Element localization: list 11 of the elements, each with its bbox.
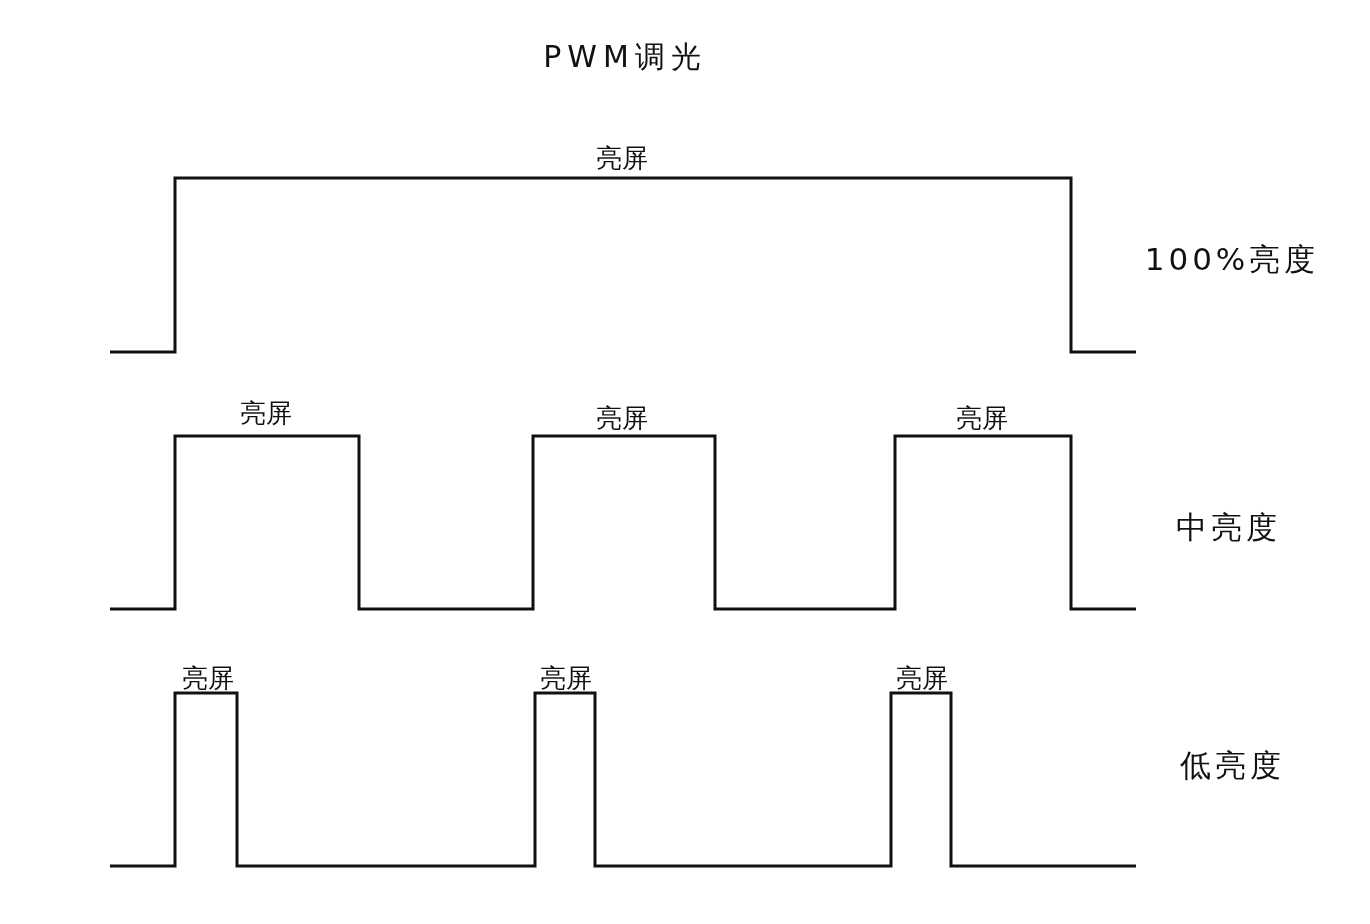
pulse-label: 亮屏 — [182, 661, 234, 695]
brightness-label: 100%亮度 — [1144, 240, 1320, 279]
brightness-label: 低亮度 — [1179, 746, 1285, 785]
pulse-label: 亮屏 — [596, 141, 648, 175]
pulse-label: 亮屏 — [240, 396, 292, 430]
pulse-label: 亮屏 — [896, 661, 948, 695]
pulse-label: 亮屏 — [540, 661, 592, 695]
brightness-label: 中亮度 — [1175, 508, 1281, 547]
pulse-label: 亮屏 — [596, 401, 648, 435]
title: PWM调光 — [543, 37, 707, 76]
pulse-label: 亮屏 — [956, 401, 1008, 435]
